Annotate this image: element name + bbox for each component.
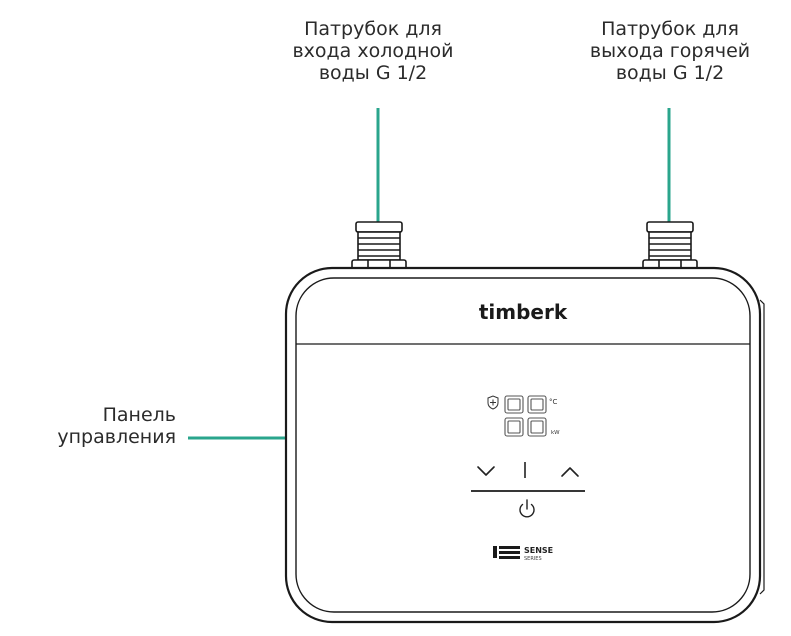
cold-inlet-label-line-2: входа холодной bbox=[292, 40, 454, 62]
cold-inlet-label: Патрубок для входа холодной воды G 1/2 bbox=[268, 18, 478, 84]
sense-label: SENSE bbox=[524, 546, 553, 555]
display: °C kW bbox=[487, 395, 560, 437]
heater-body bbox=[284, 266, 765, 624]
hot-outlet-label: Патрубок для выхода горячей воды G 1/2 bbox=[560, 18, 780, 84]
display-unit-power: kW bbox=[551, 430, 560, 436]
cold-inlet-fitting bbox=[351, 221, 407, 273]
control-panel-label: Панель управления bbox=[6, 404, 176, 448]
display-unit-temp: °C bbox=[549, 398, 558, 406]
hot-outlet-label-line-2: выхода горячей bbox=[589, 40, 751, 62]
control-panel-label-line-2: управления bbox=[57, 426, 176, 448]
display-digit-2 bbox=[527, 395, 547, 437]
hot-outlet-label-line-3: воды G 1/2 bbox=[615, 62, 725, 84]
chevron-up-icon[interactable] bbox=[561, 467, 579, 477]
sense-series-logo: SENSE SERIES bbox=[493, 546, 553, 562]
display-digit-1 bbox=[504, 395, 524, 437]
cold-inlet-label-line-3: воды G 1/2 bbox=[318, 62, 428, 84]
control-panel-label-line-1: Панель bbox=[102, 404, 176, 426]
cold-inlet-label-line-1: Патрубок для bbox=[304, 18, 442, 40]
hot-outlet-label-line-1: Патрубок для bbox=[601, 18, 739, 40]
series-label: SERIES bbox=[524, 556, 542, 562]
brand-logo: timberk bbox=[479, 300, 568, 324]
shield-plus-icon bbox=[487, 395, 499, 410]
power-icon[interactable] bbox=[519, 499, 535, 518]
hot-outlet-fitting bbox=[642, 221, 698, 273]
chevron-down-icon[interactable] bbox=[477, 466, 495, 476]
